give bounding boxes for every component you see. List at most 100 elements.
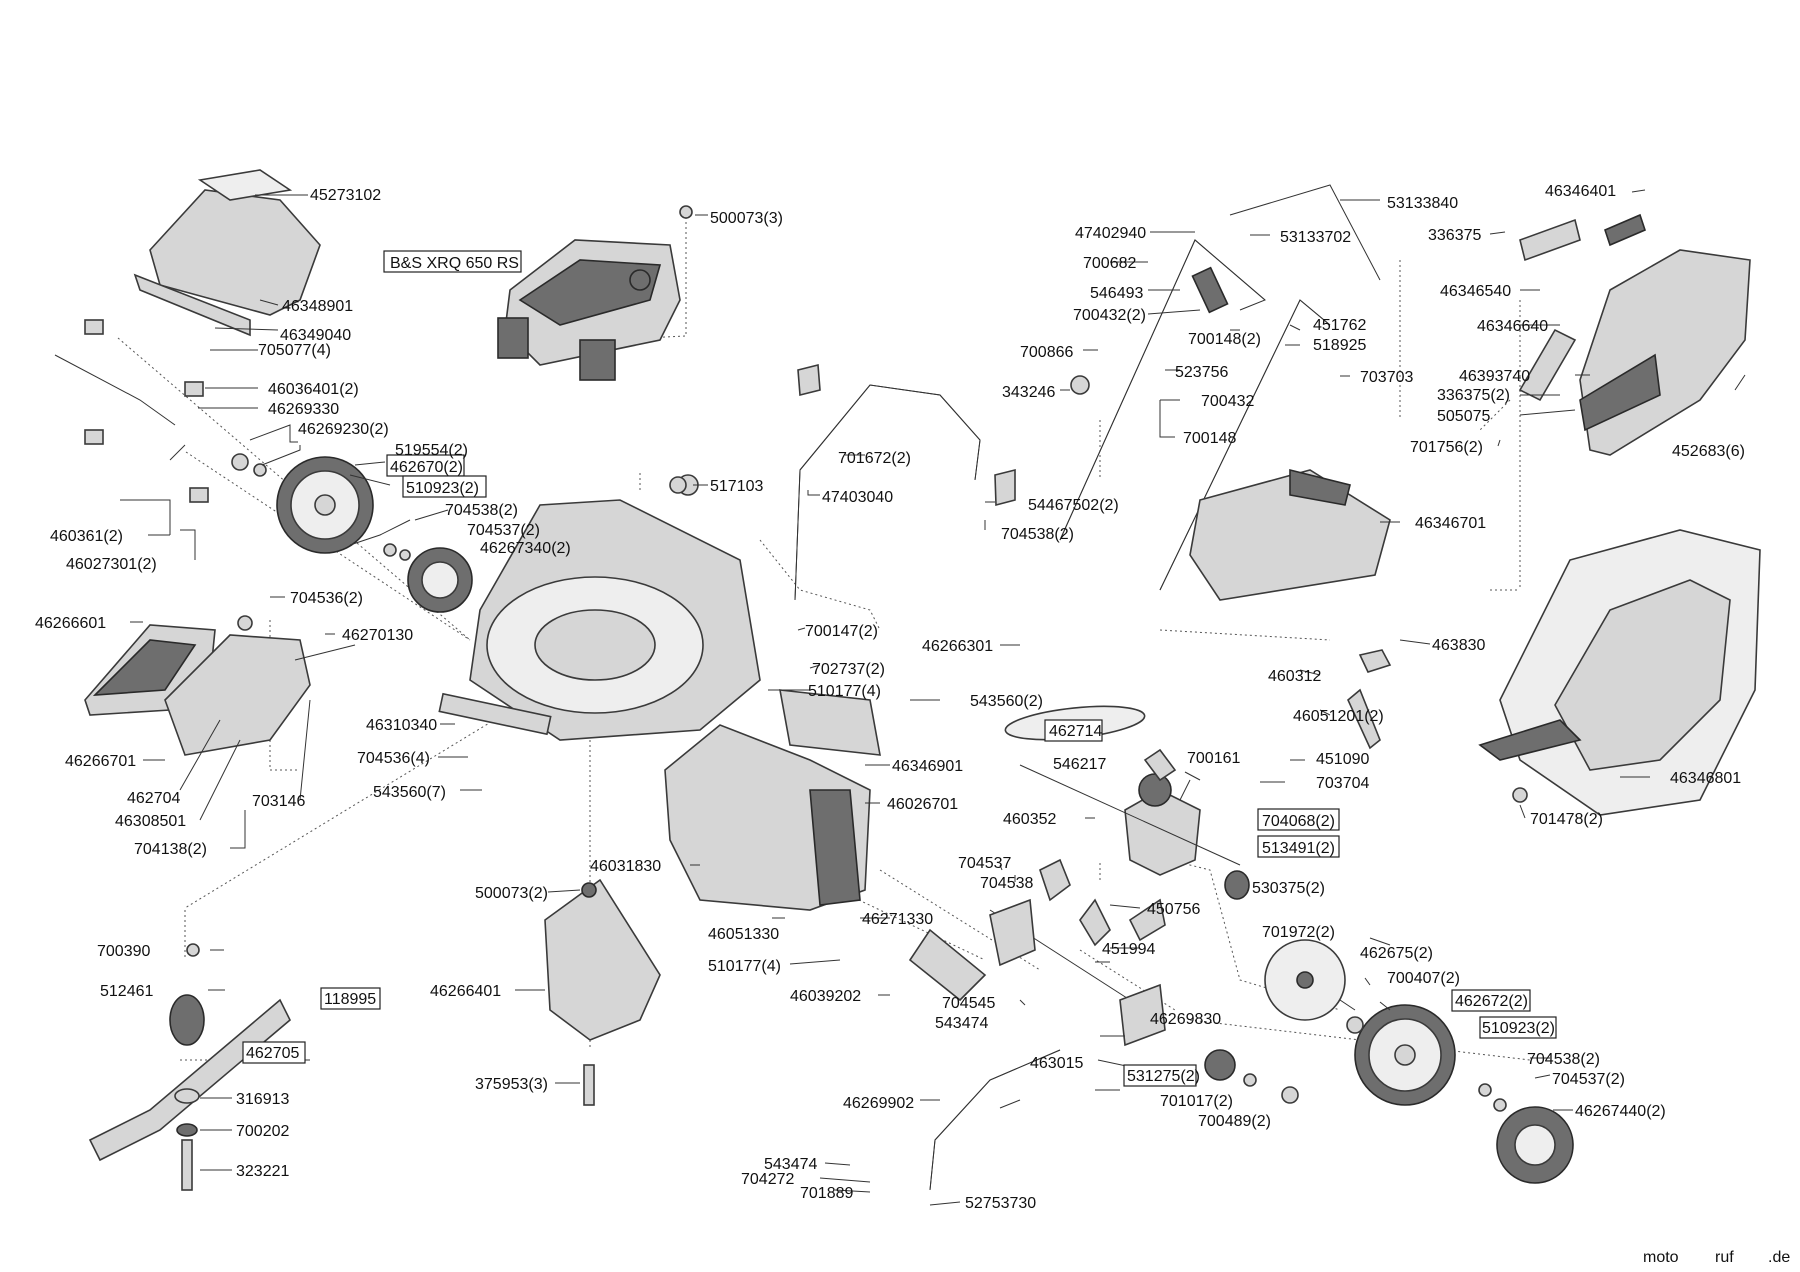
part-label: 517103 — [710, 478, 763, 495]
part-label: 463015 — [1030, 1055, 1083, 1072]
part-label: 46346701 — [1415, 515, 1486, 532]
hub-cap-right-part — [1496, 1106, 1574, 1184]
part-label: 700161 — [1187, 750, 1240, 767]
part-label: 450756 — [1147, 901, 1200, 918]
part-label: 701017(2) — [1160, 1093, 1233, 1110]
part-label: 46308501 — [115, 813, 186, 830]
part-label: 46027301(2) — [66, 556, 157, 573]
boxed-label-frames — [242, 250, 1557, 1087]
part-label: 704538(2) — [445, 502, 518, 519]
part-label: 700148(2) — [1188, 331, 1261, 348]
mower-deck-part — [469, 499, 761, 741]
engine-model-label: B&S XRQ 650 RS — [390, 255, 519, 272]
part-label: 46026701 — [887, 796, 958, 813]
part-label: 705077(4) — [258, 342, 331, 359]
part-label: 704068(2) — [1262, 813, 1335, 830]
part-label: 510923(2) — [406, 480, 479, 497]
part-label: 701889 — [800, 1185, 853, 1202]
part-label: 46051201(2) — [1293, 708, 1384, 725]
part-label: 46051330 — [708, 926, 779, 943]
part-label: 512461 — [100, 983, 153, 1000]
hub-cap-left-part — [407, 547, 473, 613]
part-label: 47403040 — [822, 489, 893, 506]
part-label: 53133840 — [1387, 195, 1458, 212]
part-label: 316913 — [236, 1091, 289, 1108]
part-label: 701756(2) — [1410, 439, 1483, 456]
part-label: 336375 — [1428, 227, 1481, 244]
part-label: 46266401 — [430, 983, 501, 1000]
part-label: 701478(2) — [1530, 811, 1603, 828]
part-label: 500073(2) — [475, 885, 548, 902]
part-label: 704538(2) — [1001, 526, 1074, 543]
part-label: 513491(2) — [1262, 840, 1335, 857]
part-label: 700147(2) — [805, 623, 878, 640]
part-label: 460312 — [1268, 668, 1321, 685]
part-drawings — [54, 169, 1761, 1191]
part-label: 701672(2) — [838, 450, 911, 467]
engine-part — [497, 239, 681, 381]
part-label: 343246 — [1002, 384, 1055, 401]
part-label: 46269330 — [268, 401, 339, 418]
part-label: 46310340 — [366, 717, 437, 734]
part-label: 52753730 — [965, 1195, 1036, 1212]
part-label: 703704 — [1316, 775, 1369, 792]
cable-part — [54, 354, 176, 426]
part-label: 46266601 — [35, 615, 106, 632]
part-label: 451994 — [1102, 941, 1155, 958]
part-label: 46346540 — [1440, 283, 1511, 300]
part-label: 505075 — [1437, 408, 1490, 425]
part-label: 46349040 — [280, 327, 351, 344]
part-label: 700407(2) — [1387, 970, 1460, 987]
part-label: 46270130 — [342, 627, 413, 644]
part-label: 543474 — [764, 1156, 817, 1173]
part-label: 53133702 — [1280, 229, 1351, 246]
part-label: 46267340(2) — [480, 540, 571, 557]
part-label: 704537(2) — [1552, 1071, 1625, 1088]
part-label: 700148 — [1183, 430, 1236, 447]
part-label: 530375(2) — [1252, 880, 1325, 897]
part-label: 462705 — [246, 1045, 299, 1062]
part-label: 700432(2) — [1073, 307, 1146, 324]
part-label: 510177(4) — [708, 958, 781, 975]
part-label: 46031830 — [590, 858, 661, 875]
watermark-suffix: .de — [1768, 1249, 1790, 1266]
part-label: 704536(2) — [290, 590, 363, 607]
part-label: 700682 — [1083, 255, 1136, 272]
part-label: 452683(6) — [1672, 443, 1745, 460]
part-label: 704538 — [980, 875, 1033, 892]
part-label: 543560(2) — [970, 693, 1043, 710]
blade-part — [88, 998, 291, 1162]
grass-bag-lid-part — [1579, 249, 1751, 456]
part-label: 46039202 — [790, 988, 861, 1005]
part-label: 451090 — [1316, 751, 1369, 768]
part-label: 46346901 — [892, 758, 963, 775]
part-label: 46271330 — [862, 911, 933, 928]
part-label: 46346401 — [1545, 183, 1616, 200]
part-label: 54467502(2) — [1028, 497, 1119, 514]
part-label: 510923(2) — [1482, 1020, 1555, 1037]
rear-right-wheel-part — [1354, 1004, 1456, 1106]
part-label: 46269902 — [843, 1095, 914, 1112]
part-label: 704545 — [942, 995, 995, 1012]
part-label: 462714 — [1049, 723, 1102, 740]
part-label: 462670(2) — [390, 459, 463, 476]
part-label: 45273102 — [310, 187, 381, 204]
part-number-labels: B&S XRQ 650 RS 45273102 46348901 4634904… — [35, 183, 1745, 1212]
part-label: 701972(2) — [1262, 924, 1335, 941]
part-label: 462672(2) — [1455, 993, 1528, 1010]
part-label: 700489(2) — [1198, 1113, 1271, 1130]
part-label: 518925 — [1313, 337, 1366, 354]
part-label: 523756 — [1175, 364, 1228, 381]
part-label: 118995 — [324, 991, 376, 1008]
part-label: 700390 — [97, 943, 150, 960]
part-label: 543474 — [935, 1015, 988, 1032]
part-label: 704138(2) — [134, 841, 207, 858]
part-label: 336375(2) — [1437, 387, 1510, 404]
part-label: 462675(2) — [1360, 945, 1433, 962]
part-label: 46036401(2) — [268, 381, 359, 398]
part-label: 451762 — [1313, 317, 1366, 334]
part-label: 543560(7) — [373, 784, 446, 801]
part-label: 46346801 — [1670, 770, 1741, 787]
part-label: 531275(2) — [1127, 1068, 1200, 1085]
part-label: 704537 — [958, 855, 1011, 872]
